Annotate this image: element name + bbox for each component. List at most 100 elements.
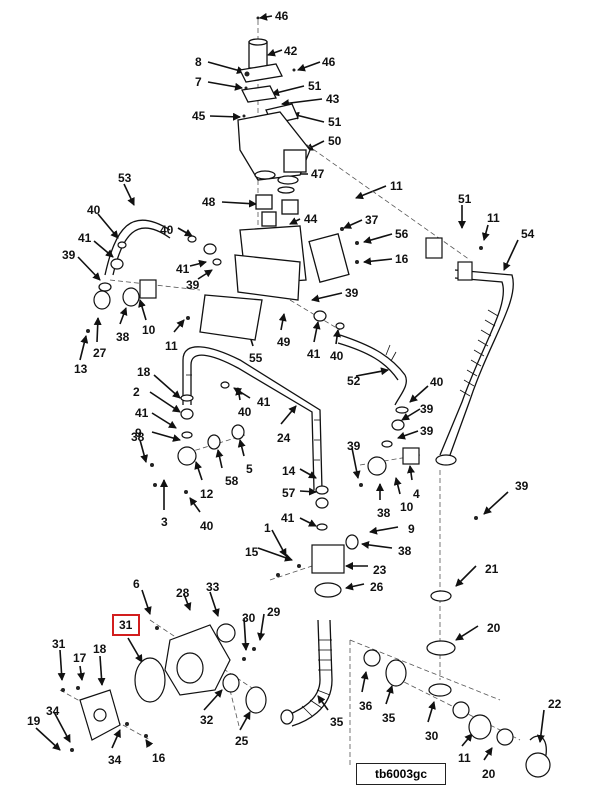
callout-label: 32 [200,713,214,727]
leader-arrow [363,257,393,266]
callout-label: 40 [160,223,174,237]
callout-label: 52 [347,374,361,388]
callout-label: 40 [200,519,214,533]
callout-label: 41 [78,231,92,245]
leader-arrow [119,307,128,325]
leader-arrow [299,487,317,496]
callout-label: 39 [347,439,361,453]
callout-label: 43 [326,92,340,106]
callout-highlight-box [112,614,140,636]
leader-arrow [455,625,479,641]
leader-arrow [235,387,244,401]
callout-label: 57 [282,486,296,500]
callout-label: 2 [133,385,140,399]
leader-arrow [280,405,297,425]
callout-label: 39 [345,286,359,300]
callout-label: 46 [275,9,289,23]
callout-label: 5 [246,462,253,476]
leader-arrow [77,665,85,681]
callout-label: 44 [304,212,318,226]
callout-label: 46 [322,55,336,69]
callout-label: 10 [142,323,156,337]
leader-arrow [153,374,181,399]
leader-arrow [355,185,387,200]
callout-label: 38 [377,506,391,520]
callout-label: 55 [249,351,263,365]
leader-arrow [241,617,250,651]
callout-label: 33 [206,580,220,594]
callout-label: 21 [485,562,499,576]
leader-arrow [401,408,421,421]
callout-label: 23 [373,563,387,577]
leader-arrow [209,112,241,121]
callout-label: 11 [458,751,471,765]
callout-label: 34 [108,753,122,767]
callout-label: 20 [487,621,501,635]
exhaust-outlet-stack [199,38,350,341]
callout-label: 30 [242,611,256,625]
leader-arrow-highlighted [127,637,143,663]
leader-arrow [139,439,149,463]
callout-label: 6 [133,577,140,591]
leader-arrow [189,497,201,513]
leader-arrow [483,747,493,761]
leader-arrow [369,526,399,535]
callout-label: 29 [267,605,281,619]
leader-arrow [177,227,193,237]
leader-arrow [289,217,301,225]
callout-label: 16 [395,252,409,266]
callout-label: 35 [382,711,396,725]
leader-arrow [343,219,363,229]
callout-label: 41 [176,262,190,276]
leader-arrow [297,61,321,72]
leader-arrow [239,711,251,731]
callout-label: 51 [458,192,472,206]
callout-label: 11 [487,211,500,225]
leader-arrow [267,48,283,57]
callout-label: 50 [328,134,342,148]
leader-arrow [57,649,66,681]
callout-label: 1 [264,521,271,535]
leader-arrow [259,12,273,21]
callout-label: 3 [161,515,168,529]
callout-label: 39 [186,278,200,292]
leader-arrow [333,329,341,345]
leader-arrow [393,477,402,495]
callout-label: 40 [87,203,101,217]
callout-label: 7 [195,75,202,89]
drawing-code: tb6003gc [356,763,446,785]
callout-label: 13 [74,362,88,376]
leader-arrow [183,593,192,611]
leader-arrow [257,547,293,562]
callout-label: 38 [131,430,145,444]
leader-arrow [141,589,152,615]
bolts-and-screws [61,16,483,752]
fittings-and-clamps [79,235,551,778]
callout-label: 18 [137,365,151,379]
callout-label: 41 [307,347,321,361]
leader-arrow [345,582,365,591]
callout-label: 9 [408,522,415,536]
leader-arrow [299,517,317,527]
callout-label: 14 [282,464,296,478]
callout-label: 28 [176,586,190,600]
leader-arrow [483,491,509,515]
leader-arrow [197,269,213,280]
callout-label: 39 [420,402,434,416]
leader-arrow [455,565,477,587]
leader-arrow [189,259,207,268]
callout-label: 19 [27,714,41,728]
leader-arrow [317,695,329,711]
callout-label: 4 [413,487,420,501]
leader-arrow [215,449,224,469]
callout-label: 8 [195,55,202,69]
leader-arrow [281,98,323,108]
callout-label: 39 [62,248,76,262]
callout-label-highlighted: 31 [119,618,133,632]
leader-arrow [503,239,519,271]
leader-arrow [207,61,245,74]
leader-arrow [123,183,135,206]
leader-arrow [207,81,243,91]
